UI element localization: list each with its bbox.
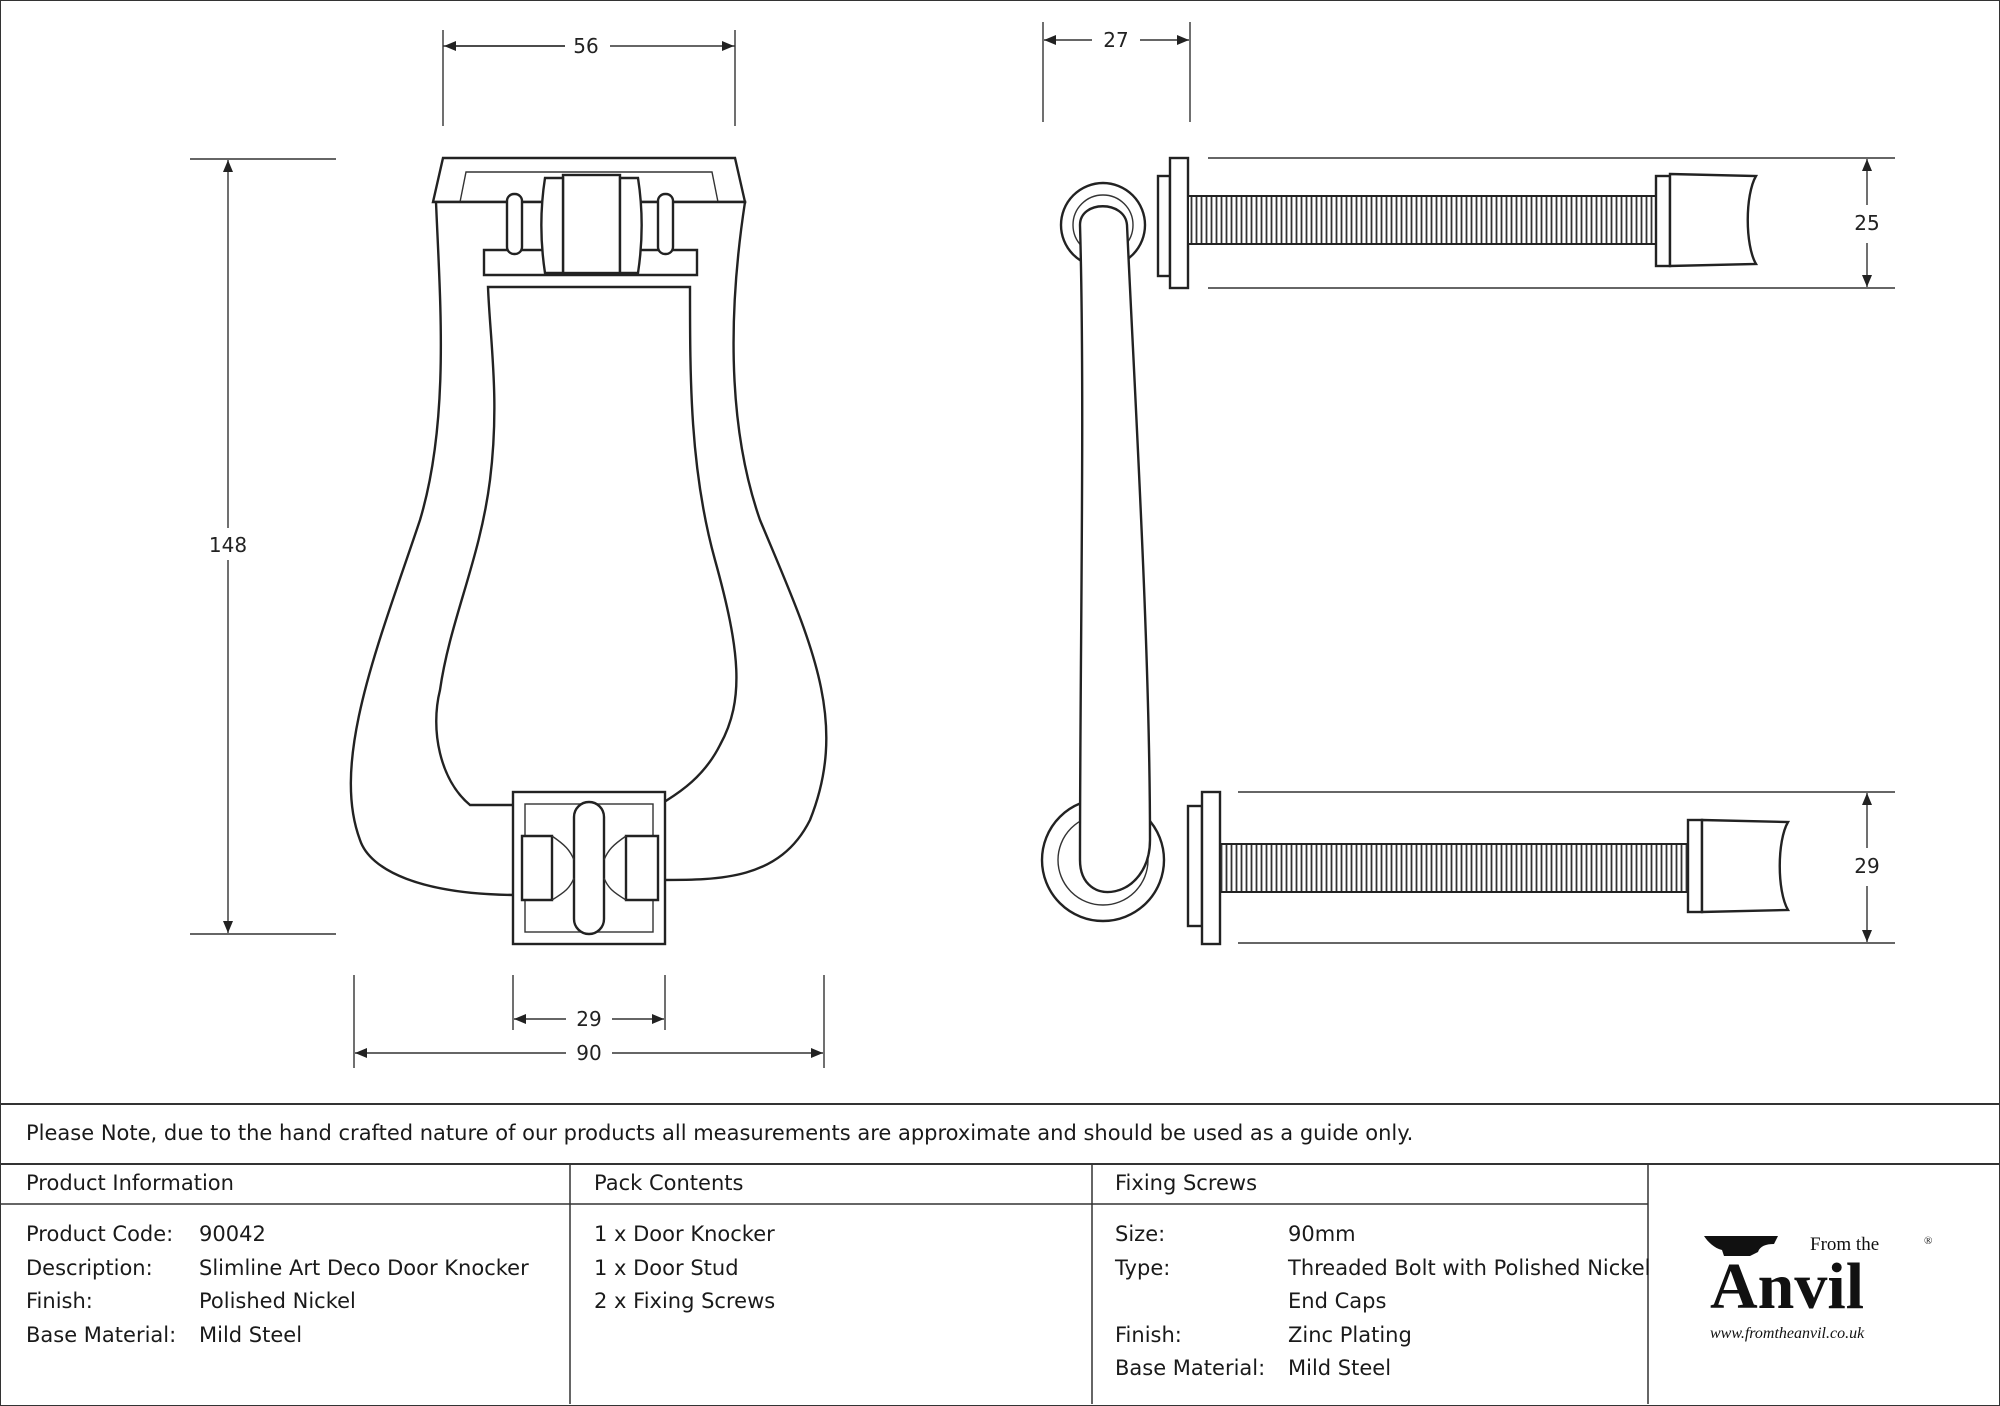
- table-grid: [0, 1103, 2000, 1404]
- fixing-screws-row: Type: Threaded Bolt with Polished Nickel: [1115, 1252, 1650, 1286]
- pack-item: 1 x Door Stud: [594, 1255, 739, 1280]
- screw-finish-value: Zinc Plating: [1288, 1322, 1412, 1347]
- knocker-side-view: [1040, 156, 1791, 946]
- type-label-cont: [1115, 1285, 1288, 1319]
- finish-label: Finish:: [26, 1289, 93, 1313]
- product-info-header: Product Information: [26, 1171, 234, 1195]
- fixing-screws-row: Finish: Zinc Plating: [1115, 1319, 1650, 1353]
- screw-base-material-label: Base Material:: [1115, 1356, 1266, 1380]
- dim-29-label: 29: [576, 1007, 601, 1031]
- pack-item: 2 x Fixing Screws: [594, 1289, 776, 1313]
- finish-value: Polished Nickel: [199, 1289, 356, 1313]
- front-dimensions: 56 148 29 90: [190, 30, 825, 1068]
- product-info-table: Product Code: 90042 Description: Slimlin…: [26, 1218, 529, 1352]
- fixing-screws-row: Base Material: Mild Steel: [1115, 1352, 1650, 1386]
- dim-90-label: 90: [576, 1041, 601, 1065]
- fixing-screws-row: Size: 90mm: [1115, 1218, 1650, 1252]
- dim-29-side-label: 29: [1854, 854, 1879, 878]
- disclaimer-note: Please Note, due to the hand crafted nat…: [26, 1121, 1414, 1145]
- logo-brand: Anvil: [1710, 1250, 1864, 1323]
- size-label: Size:: [1115, 1222, 1166, 1246]
- product-info-row: Description: Slimline Art Deco Door Knoc…: [26, 1252, 529, 1286]
- dim-148-label: 148: [209, 533, 247, 557]
- description-value: Slimline Art Deco Door Knocker: [199, 1255, 529, 1280]
- product-info-row: Base Material: Mild Steel: [26, 1319, 529, 1353]
- pack-item: 1 x Door Knocker: [594, 1222, 775, 1246]
- anvil-icon: [1704, 1236, 1778, 1256]
- type-value-cont: End Caps: [1288, 1289, 1387, 1313]
- product-code-label: Product Code:: [26, 1222, 174, 1246]
- type-value: Threaded Bolt with Polished Nickel: [1288, 1255, 1651, 1280]
- fixing-screws-row: End Caps: [1115, 1285, 1650, 1319]
- screw-finish-label: Finish:: [1115, 1322, 1182, 1347]
- fixing-screws-header: Fixing Screws: [1115, 1171, 1258, 1195]
- base-material-label: Base Material:: [26, 1322, 177, 1347]
- type-label: Type:: [1115, 1255, 1171, 1280]
- description-label: Description:: [26, 1255, 153, 1280]
- dim-27-label: 27: [1103, 28, 1128, 52]
- base-material-value: Mild Steel: [199, 1322, 303, 1347]
- screw-base-material-value: Mild Steel: [1288, 1356, 1392, 1380]
- logo-registered: ®: [1924, 1235, 1932, 1247]
- pack-contents-header: Pack Contents: [594, 1171, 744, 1195]
- knocker-front-view: [349, 156, 828, 946]
- product-info-row: Product Code: 90042: [26, 1218, 529, 1252]
- side-dimensions: 27 25 29: [1042, 22, 1895, 944]
- dim-56-label: 56: [573, 34, 598, 58]
- logo-url: www.fromtheanvil.co.uk: [1710, 1325, 1865, 1342]
- dim-25-label: 25: [1854, 211, 1879, 235]
- logo-small-text: From the: [1810, 1234, 1879, 1255]
- product-code-value: 90042: [199, 1222, 266, 1246]
- from-the-anvil-logo: From the ® Anvil www.fromtheanvil.co.uk: [1704, 1234, 1932, 1342]
- size-value: 90mm: [1288, 1222, 1356, 1246]
- pack-contents-list: 1 x Door Knocker 1 x Door Stud 2 x Fixin…: [594, 1218, 775, 1319]
- fixing-screws-table: Size: 90mm Type: Threaded Bolt with Poli…: [1115, 1218, 1650, 1386]
- product-info-row: Finish: Polished Nickel: [26, 1285, 529, 1319]
